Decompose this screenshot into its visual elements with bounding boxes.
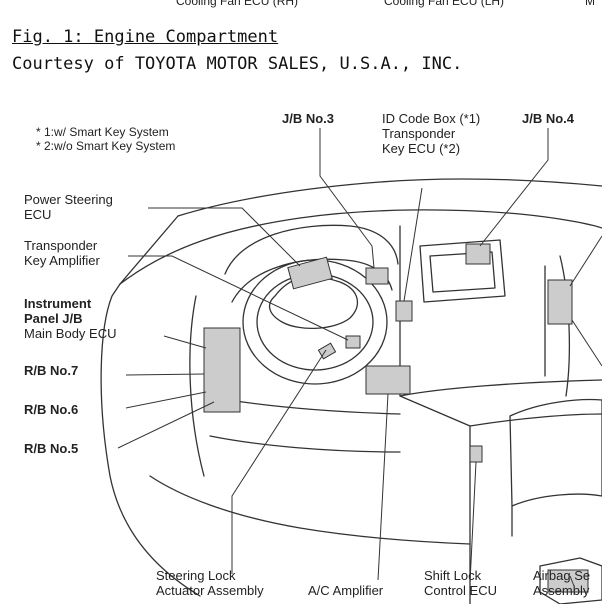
shift-lock-ecu-component [469, 445, 483, 463]
ac-amplifier-component [365, 365, 411, 395]
note-no-smart-key: * 2:w/o Smart Key System [36, 139, 176, 153]
label-steering-lock-line1: Steering Lock [156, 568, 236, 583]
leader-id-code-box [403, 187, 423, 302]
label-transponder-ecu-line1: Transponder [382, 126, 456, 141]
leader-right-1 [569, 235, 602, 287]
label-power-steering-line2: ECU [24, 207, 52, 222]
label-jb-no3: J/B No.3 [282, 111, 335, 126]
label-ac-amplifier: A/C Amplifier [308, 583, 384, 598]
leader-instrument-jb [163, 335, 207, 349]
label-transponder-amp-line1: Transponder [24, 238, 98, 253]
leader-power-steering [148, 207, 301, 267]
figure-courtesy: Courtesy of TOYOTA MOTOR SALES, U.S.A., … [12, 54, 463, 74]
center-console [399, 225, 471, 609]
leader-steering-lock [231, 349, 327, 574]
right-jb-component [547, 279, 573, 325]
cropped-previous-figure-labels: Cooling Fan ECU (RH) Cooling Fan ECU (LH… [0, 0, 602, 16]
leader-ac-amplifier [377, 393, 389, 581]
label-shift-lock-line1: Shift Lock [424, 568, 482, 583]
label-rb-no6: R/B No.6 [24, 402, 79, 417]
label-id-code-box: ID Code Box (*1) [382, 111, 481, 126]
figure-title: Fig. 1: Engine Compartment [12, 27, 279, 47]
floor-console [509, 398, 602, 507]
leader-rb6 [125, 391, 207, 409]
label-instrument-panel-jb-line2: Panel J/B [24, 311, 83, 326]
jb4-component [465, 243, 491, 265]
leader-airbag [569, 575, 575, 587]
label-airbag-line2: Assembly [533, 583, 590, 598]
label-transponder-ecu-line2: Key ECU (*2) [382, 141, 461, 156]
note-smart-key: * 1:w/ Smart Key System [36, 125, 169, 139]
steering-lock-component [317, 342, 337, 360]
side-panel [100, 283, 201, 597]
jb3-component [365, 267, 389, 285]
dashboard-line-drawing [100, 128, 602, 609]
meter-hood [224, 224, 399, 275]
cooling-fan-ecu-lh-label: Cooling Fan ECU (LH) [384, 0, 505, 8]
label-instrument-panel-jb-line1: Instrument [24, 296, 92, 311]
cropped-label-fragment: M [585, 0, 595, 8]
dashboard-top-outline [119, 209, 602, 285]
label-main-body-ecu: Main Body ECU [24, 326, 117, 341]
label-transponder-amp-line2: Key Amplifier [24, 253, 100, 268]
airbag-sensor-component [547, 569, 589, 593]
leader-jb4 [479, 128, 549, 247]
label-rb-no7: R/B No.7 [24, 363, 79, 378]
transponder-key-ecu-component [395, 300, 413, 322]
transponder-key-amplifier-component [345, 335, 361, 349]
label-power-steering-line1: Power Steering [24, 192, 113, 207]
label-shift-lock-line2: Control ECU [424, 583, 497, 598]
airbag-sensor-outline [539, 557, 602, 605]
dashboard-upper-edge [177, 178, 602, 217]
leader-jb3 [319, 128, 375, 269]
label-steering-lock-line2: Actuator Assembly [156, 583, 264, 598]
leader-transponder-amp [128, 255, 349, 341]
label-airbag-line1: Airbag Se [533, 568, 591, 583]
leader-right-2 [571, 319, 602, 367]
label-rb-no5: R/B No.5 [24, 441, 79, 456]
cooling-fan-ecu-rh-label: Cooling Fan ECU (RH) [176, 0, 299, 8]
dashboard-component-diagram: * 1:w/ Smart Key System * 2:w/o Smart Ke… [0, 96, 602, 609]
leader-shift-lock [469, 461, 477, 583]
leader-rb5 [117, 401, 215, 449]
leader-rb7 [125, 373, 205, 376]
label-jb-no4: J/B No.4 [522, 111, 575, 126]
instrument-panel-jb-component [203, 327, 241, 413]
